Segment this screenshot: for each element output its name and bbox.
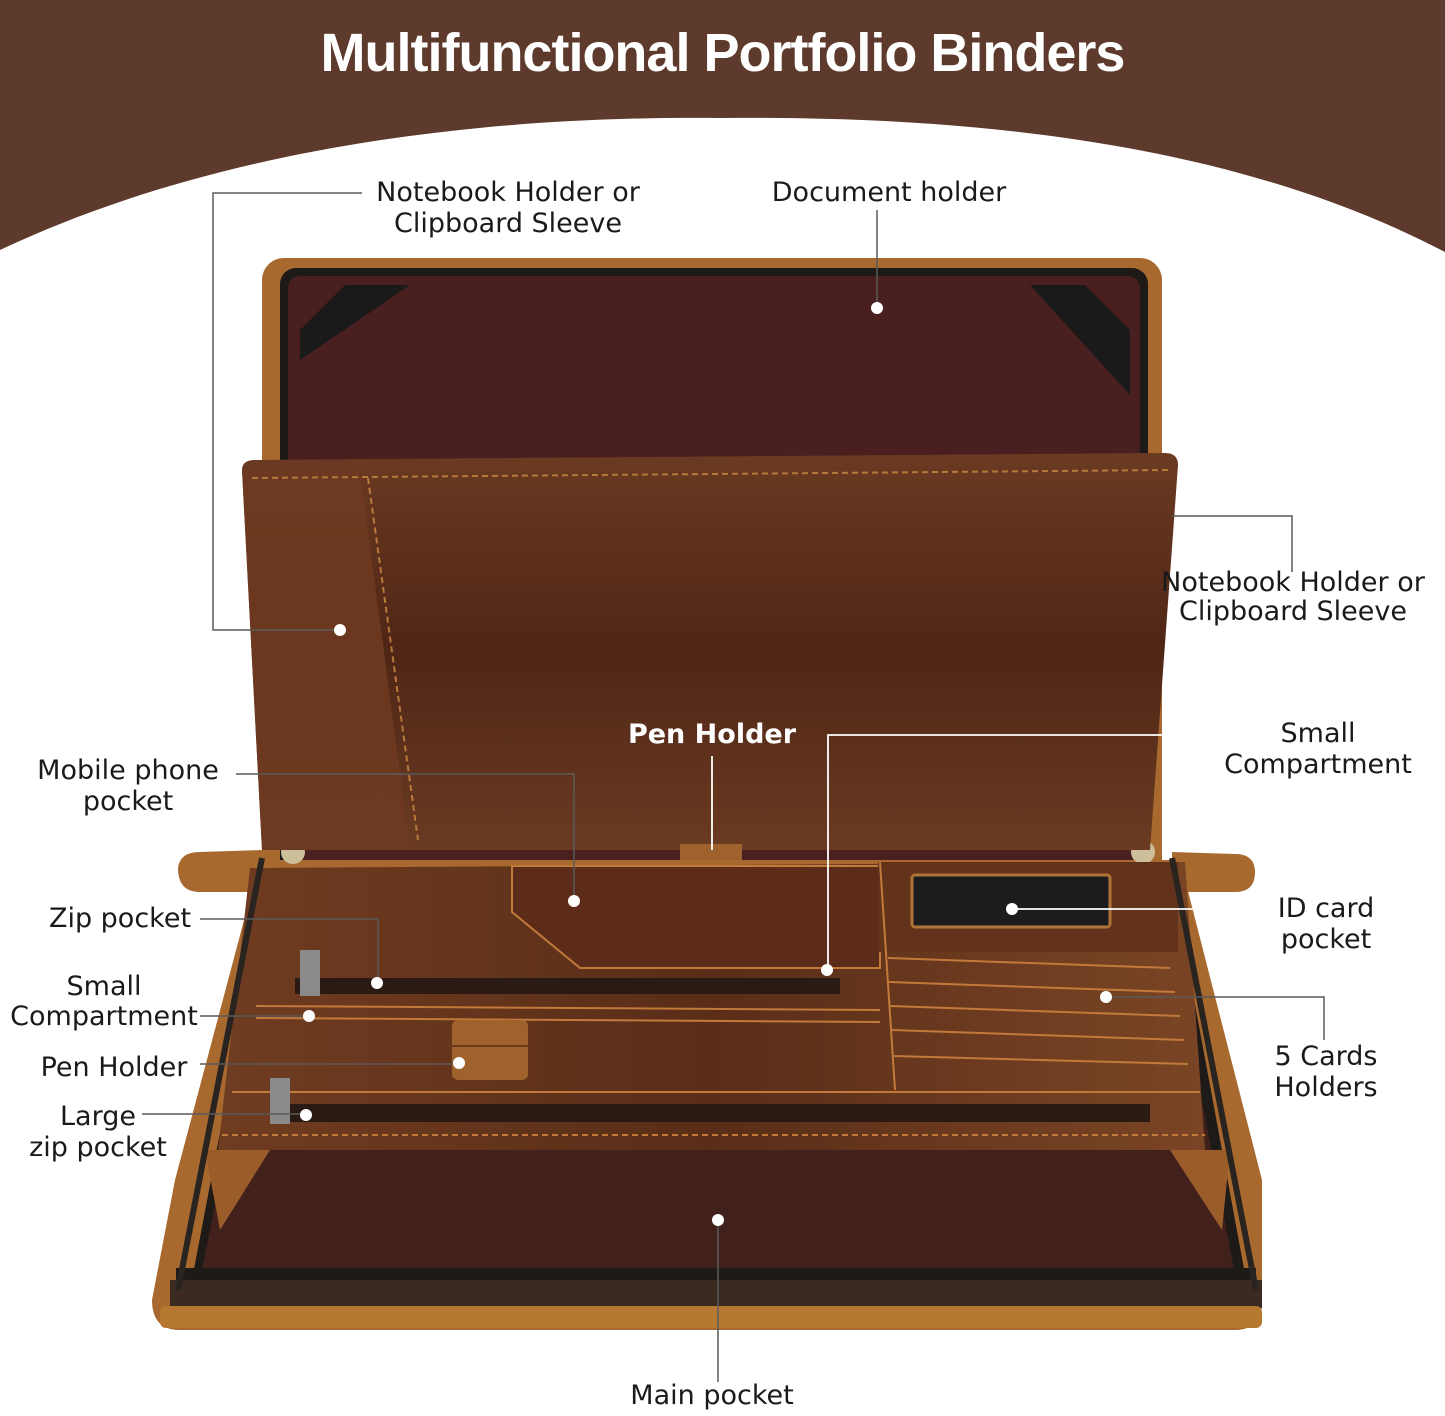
callout-line-2: Clipboard Sleeve (394, 208, 622, 239)
callout-line-2: Compartment (1224, 749, 1412, 780)
callout-line-1: Zip pocket (48, 903, 192, 934)
callout-main-pocket: Main pocket (614, 1380, 810, 1411)
callout-pen-holder-top: Pen Holder (622, 719, 802, 750)
callout-line-2: pocket (1280, 924, 1372, 955)
page-title: Multifunctional Portfolio Binders (320, 23, 1126, 83)
callout-line-2: zip pocket (29, 1132, 167, 1163)
callout-five-cards-holders: 5 Cards Holders (1262, 1041, 1390, 1103)
callout-small-compartment-left: Small Compartment (6, 972, 202, 1032)
callout-notebook-holder-left: Notebook Holder or Clipboard Sleeve (360, 177, 656, 239)
callout-line-2: Compartment (10, 1001, 198, 1032)
callout-line-1: ID card (1277, 893, 1375, 924)
notebook-sleeve (242, 453, 1178, 860)
callout-line-1: Main pocket (630, 1380, 794, 1411)
callout-line-1: Large (60, 1101, 136, 1132)
callout-large-zip-pocket: Large zip pocket (20, 1101, 176, 1163)
header-banner (0, 0, 1445, 252)
callout-line-2: pocket (82, 786, 174, 817)
callout-line-1: Pen Holder (40, 1052, 188, 1083)
callout-zip-pocket: Zip pocket (44, 903, 196, 934)
callout-line-1: Mobile phone (37, 755, 219, 786)
organizer-panel (218, 861, 1205, 1150)
callout-line-1: Notebook Holder or (376, 177, 640, 208)
callout-line-1: Document holder (771, 177, 1007, 208)
callout-line-1: Small (66, 971, 142, 1002)
callout-line-1: Small (1280, 718, 1356, 749)
callout-mobile-phone-pocket: Mobile phone pocket (30, 755, 226, 817)
callout-line-1: 5 Cards (1274, 1041, 1378, 1072)
callout-line-2: Holders (1274, 1072, 1378, 1103)
callout-line-1: Notebook Holder or (1161, 567, 1425, 598)
callout-id-card-pocket: ID card pocket (1265, 893, 1387, 955)
callout-document-holder: Document holder (760, 177, 1018, 208)
callout-small-compartment-right: Small Compartment (1218, 718, 1418, 780)
callout-line-1: Pen Holder (627, 719, 797, 750)
callout-pen-holder-left: Pen Holder (32, 1052, 196, 1083)
callout-notebook-holder-right: Notebook Holder or Clipboard Sleeve (1160, 568, 1426, 626)
callout-line-2: Clipboard Sleeve (1179, 596, 1407, 627)
